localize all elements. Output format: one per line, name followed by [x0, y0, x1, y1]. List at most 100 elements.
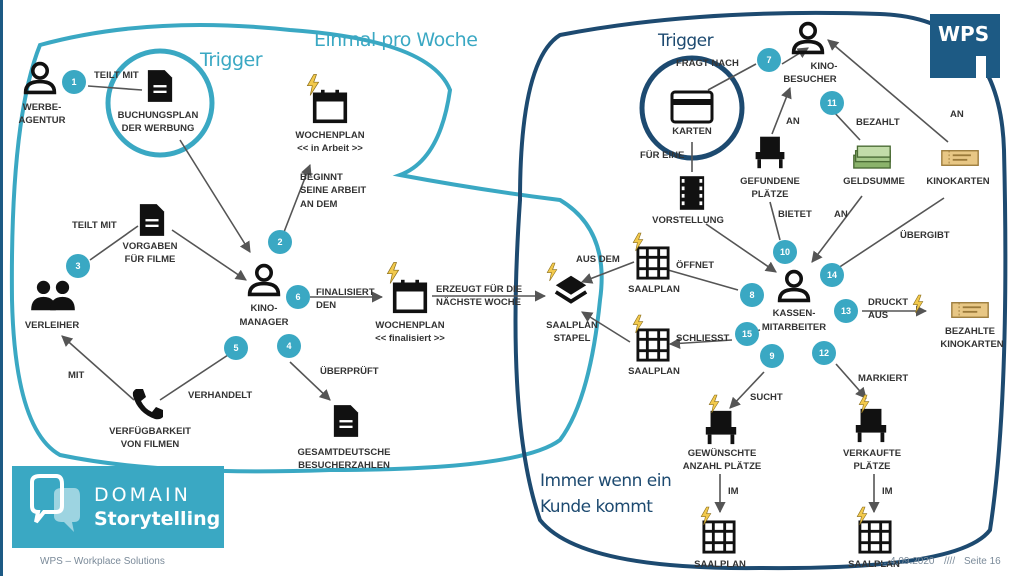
gewuenschte-seat-icon: [705, 410, 737, 445]
geldsumme-label: GELDSUMME: [843, 176, 905, 187]
edge-buch-manager: [179, 139, 251, 253]
step-numbers: 1 2 3 4 5 6 7 8 9 10 11 12 13 14 15: [62, 48, 858, 368]
step-10: 10: [780, 247, 790, 257]
karten-card-icon: [670, 90, 714, 124]
edge-1: [87, 85, 143, 91]
step-4: 4: [286, 341, 291, 351]
edge-label-finalisiert-1: FINALISIERT: [316, 287, 375, 298]
kinomanager-label-1: KINO-: [251, 303, 278, 314]
wochenplan-arbeit-calendar-icon: [312, 88, 348, 124]
edge-label-an-7: AN: [786, 116, 800, 127]
vorstellung-label: VORSTELLUNG: [652, 215, 724, 226]
edge-gef-besucher: [771, 86, 792, 135]
edge-3a: [89, 225, 139, 261]
edge-label-finalisiert-2: DEN: [316, 300, 336, 311]
bezahlte-label-2: KINOKARTEN: [940, 339, 1003, 350]
edge-label-an-kino: AN: [950, 109, 964, 120]
edge-label-teilt-mit-1: TEILT MIT: [94, 70, 139, 81]
wochenplan-arbeit-lightning-icon: [307, 74, 319, 96]
footer-date: …4.09.2020: [880, 556, 935, 567]
footer-company: WPS – Workplace Solutions: [40, 556, 165, 567]
trigger-circle-left: [105, 48, 215, 158]
saalplan-b-label: SAALPLAN: [628, 366, 680, 377]
gewuenschte-label-2: ANZAHL PLÄTZE: [683, 461, 761, 472]
edge-saal-stapel: [581, 311, 631, 343]
vorgaben-label-1: VORGABEN: [123, 241, 178, 252]
edge-label-fuer-eine: FÜR EINE: [640, 150, 684, 161]
besucherzahlen-label-2: BESUCHERZAHLEN: [298, 460, 390, 471]
wochenplan-final-label-1: WOCHENPLAN: [375, 320, 444, 331]
gefundene-label-2: PLÄTZE: [752, 189, 789, 200]
saalplanstapel-label-2: STAPEL: [554, 333, 591, 344]
edge-schliesst: [668, 337, 733, 349]
left-edge-bar: [0, 0, 3, 576]
edge-label-beginnt-2: SEINE ARBEIT: [300, 185, 366, 196]
wps-logo-shape-inner: [986, 56, 1000, 78]
verfuegbarkeit-phone-icon: [132, 389, 163, 420]
edge-label-teilt-mit-3: TEILT MIT: [72, 220, 117, 231]
werbeagentur-label-2: AGENTUR: [19, 115, 66, 126]
buchungsplan-label-1: BUCHUNGSPLAN: [118, 110, 199, 121]
edge-3b: [171, 229, 247, 281]
edge-7: [707, 63, 757, 91]
step-7: 7: [766, 55, 771, 65]
domain-label: DOMAIN: [94, 484, 191, 506]
edge-label-druckt-2: AUS: [868, 310, 888, 321]
verkaufte-label-1: VERKAUFTE: [843, 448, 901, 459]
besucherzahlen-document-icon: [333, 405, 359, 437]
verfuegbarkeit-label-1: VERFÜGBARKEIT: [109, 426, 191, 437]
step-13: 13: [841, 306, 851, 316]
right-region-outline: [513, 10, 1008, 571]
wochenplan-final-lightning-icon: [387, 262, 399, 284]
besucherzahlen-label-1: GESAMTDEUTSCHE: [298, 447, 391, 458]
edge-label-ueberprueft: ÜBERPRÜFT: [320, 366, 379, 377]
edge-label-oeffnet: ÖFFNET: [676, 260, 714, 271]
left-trigger-label: Trigger: [199, 49, 263, 71]
edge-11: [831, 109, 861, 141]
saalplanstapel-lightning-icon: [546, 262, 558, 282]
verleiher-label: VERLEIHER: [25, 320, 80, 331]
wps-logo-text: WPS: [938, 22, 990, 46]
kinobesucher-label-1: KINO-: [811, 61, 838, 72]
edge-geld-kasse: [811, 195, 863, 263]
kinomanager-label-2: MANAGER: [239, 317, 288, 328]
left-region-title: Einmal pro Woche: [314, 29, 477, 51]
edge-label-markiert: MARKIERT: [858, 373, 908, 384]
geldsumme-money-icon: [853, 145, 891, 169]
connectors: [61, 39, 949, 514]
step-1: 1: [71, 77, 76, 87]
buchungsplan-document-icon: [147, 70, 173, 102]
kinobesucher-label-2: BESUCHER: [783, 74, 836, 85]
right-footer-note-1: Immer wenn ein: [540, 471, 671, 491]
edge-14: [825, 197, 945, 277]
edge-5b: [61, 335, 135, 401]
edge-8: [667, 269, 739, 291]
kassenmitarbeiter-label-1: KASSEN-: [773, 308, 816, 319]
kinomanager-person-icon: [247, 263, 281, 297]
edge-label-verhandelt: VERHANDELT: [188, 390, 252, 401]
saalplan-c-grid-icon: [702, 520, 736, 554]
saalplan-a-label: SAALPLAN: [628, 284, 680, 295]
verkaufte-label-2: PLÄTZE: [854, 461, 891, 472]
wochenplan-arbeit-label-1: WOCHENPLAN: [295, 130, 364, 141]
vorgaben-label-2: FÜR FILME: [125, 254, 176, 265]
edge-2: [283, 163, 312, 233]
wochenplan-arbeit-label-2: << in Arbeit >>: [297, 143, 363, 154]
edge-label-im-1: IM: [728, 486, 739, 497]
edge-label-druckt-1: DRUCKT: [868, 297, 908, 308]
saalplan-b-grid-icon: [636, 328, 670, 362]
edge-label-sucht: SUCHT: [750, 392, 783, 403]
footer-separator: ////: [944, 556, 955, 567]
edge-label-mit: MIT: [68, 370, 85, 381]
wochenplan-final-calendar-icon: [392, 278, 428, 314]
edge-label-fragt-nach: FRAGT NACH: [676, 58, 739, 69]
verleiher-group-icon: [31, 280, 75, 311]
footer-page: Seite 16: [964, 556, 1001, 567]
edge-12: [835, 363, 867, 399]
karten-label: KARTEN: [672, 126, 712, 137]
werbeagentur-label-1: WERBE-: [23, 102, 62, 113]
kassenmitarbeiter-label-2: MITARBEITER: [762, 322, 826, 333]
domain-storytelling-logo: [12, 466, 224, 548]
edge-label-an-11: AN: [834, 209, 848, 220]
